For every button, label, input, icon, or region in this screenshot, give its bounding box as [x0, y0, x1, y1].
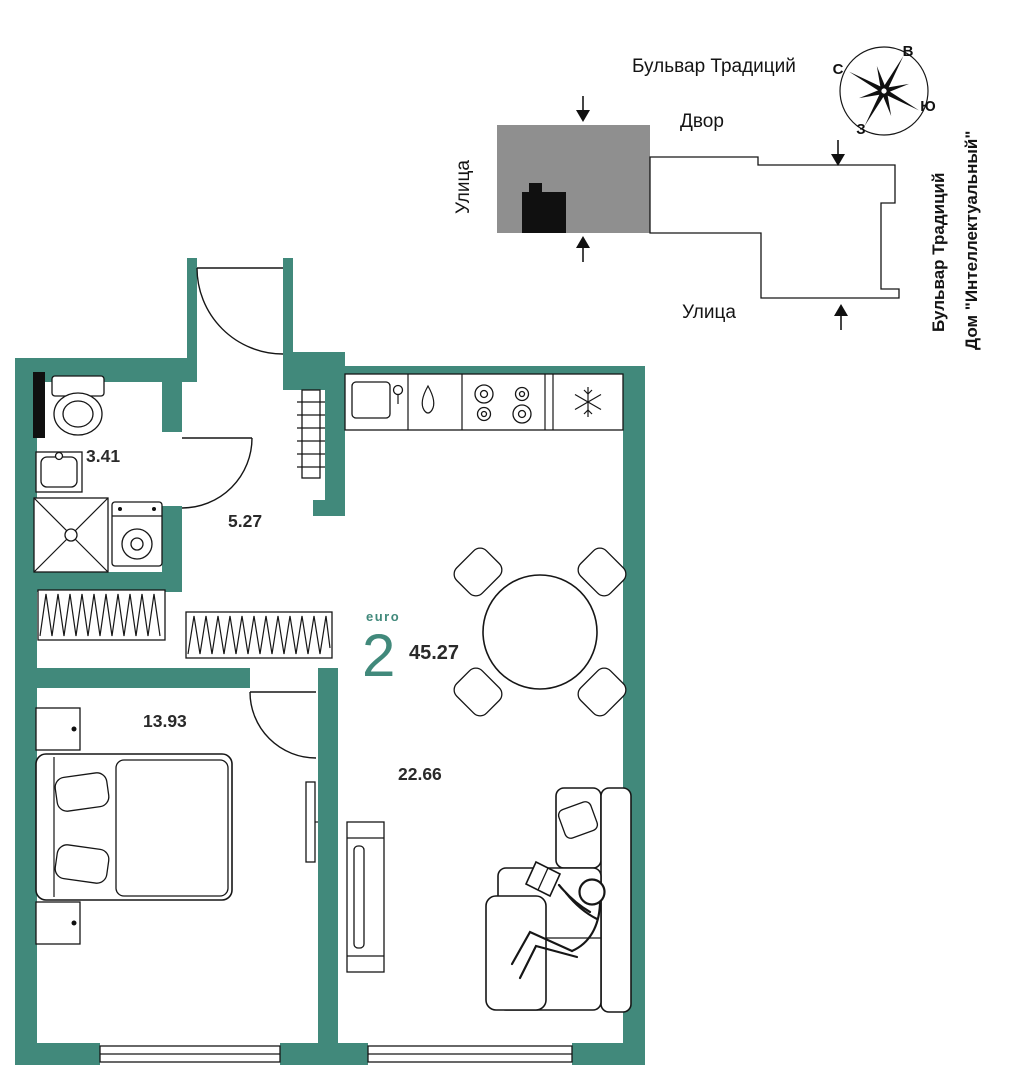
room-count: 2	[362, 622, 395, 689]
bedroom: 13.93	[35, 707, 318, 945]
compass-east-label: В	[903, 43, 914, 60]
total-area: 45.27	[409, 642, 459, 664]
bed	[35, 753, 233, 901]
shower-cabin	[33, 497, 109, 573]
sofa	[485, 787, 632, 1013]
entrance-door	[196, 267, 284, 355]
kitchen-counter	[344, 373, 624, 431]
compass-south-label: Ю	[920, 98, 935, 115]
entrance-arrow-top	[576, 96, 590, 122]
kitchen-living: 22.66	[344, 373, 632, 1013]
street-top-label: Бульвар Традиций	[632, 56, 796, 77]
entrance-arrow-top-right	[831, 140, 845, 166]
wardrobe-right	[185, 611, 333, 659]
tv	[353, 845, 365, 949]
apartment-type-label: euro	[366, 609, 400, 624]
stove	[474, 384, 532, 424]
bathroom-sink	[35, 451, 83, 493]
site-neighbor-building-outline	[649, 156, 900, 299]
chair	[453, 667, 503, 717]
electrical-panel	[297, 389, 325, 479]
fridge-snowflake-icon	[574, 387, 602, 417]
floor-plan: 3.41 5.27	[15, 258, 645, 1065]
chair	[577, 547, 627, 597]
duvet	[115, 759, 229, 897]
washing-machine	[111, 501, 163, 567]
street-left-label: Улица	[453, 160, 474, 214]
entrance-arrow-bottom	[576, 236, 590, 262]
sofa-chaise	[485, 895, 547, 1011]
chair	[577, 667, 627, 717]
site-plan: С В Ю З Бульвар Традиций Двор Улица Улиц…	[453, 43, 981, 350]
kitchen-sink	[351, 381, 404, 419]
window-living	[367, 1043, 573, 1065]
hallway: 5.27	[37, 389, 333, 659]
pillow	[54, 844, 110, 884]
toilet	[51, 375, 105, 436]
dining-table	[482, 574, 598, 690]
courtyard-label: Двор	[680, 111, 724, 132]
bathroom: 3.41	[33, 372, 163, 573]
bedroom-door	[249, 691, 317, 759]
compass-star	[849, 56, 919, 126]
bathroom-area-label: 3.41	[86, 446, 120, 466]
walls	[15, 258, 645, 1065]
water-drop-icon	[421, 384, 435, 414]
entrance-arrow-bottom-right	[834, 304, 848, 330]
sofa-pillow	[557, 801, 599, 839]
building-title-line2: Дом "Интеллектуальный"	[962, 131, 981, 350]
compass-west-label: З	[856, 121, 865, 138]
bedroom-tv	[305, 781, 318, 863]
hallway-area-label: 5.27	[228, 511, 262, 531]
bedroom-area-label: 13.93	[143, 711, 187, 731]
bathroom-door	[181, 437, 253, 509]
street-bottom-label: Улица	[682, 302, 736, 323]
site-building-block	[497, 125, 650, 233]
bathroom-duct	[33, 372, 45, 438]
dining-set	[453, 547, 627, 717]
compass-rose: С В Ю З	[833, 43, 936, 138]
nightstand-bottom	[35, 901, 81, 945]
wardrobe-left	[37, 589, 166, 641]
apartment-location-marker	[522, 183, 566, 233]
compass-north-label: С	[833, 61, 844, 78]
chair	[453, 547, 503, 597]
person-figure	[510, 860, 606, 980]
tv-console	[346, 821, 385, 973]
kitchen-living-area-label: 22.66	[398, 764, 442, 784]
pillow	[54, 772, 110, 812]
nightstand-top	[35, 707, 81, 751]
building-title-line1: Бульвар Традиций	[929, 173, 948, 332]
apartment-summary: euro 2 45.27	[362, 609, 459, 689]
window-bedroom	[99, 1043, 281, 1065]
